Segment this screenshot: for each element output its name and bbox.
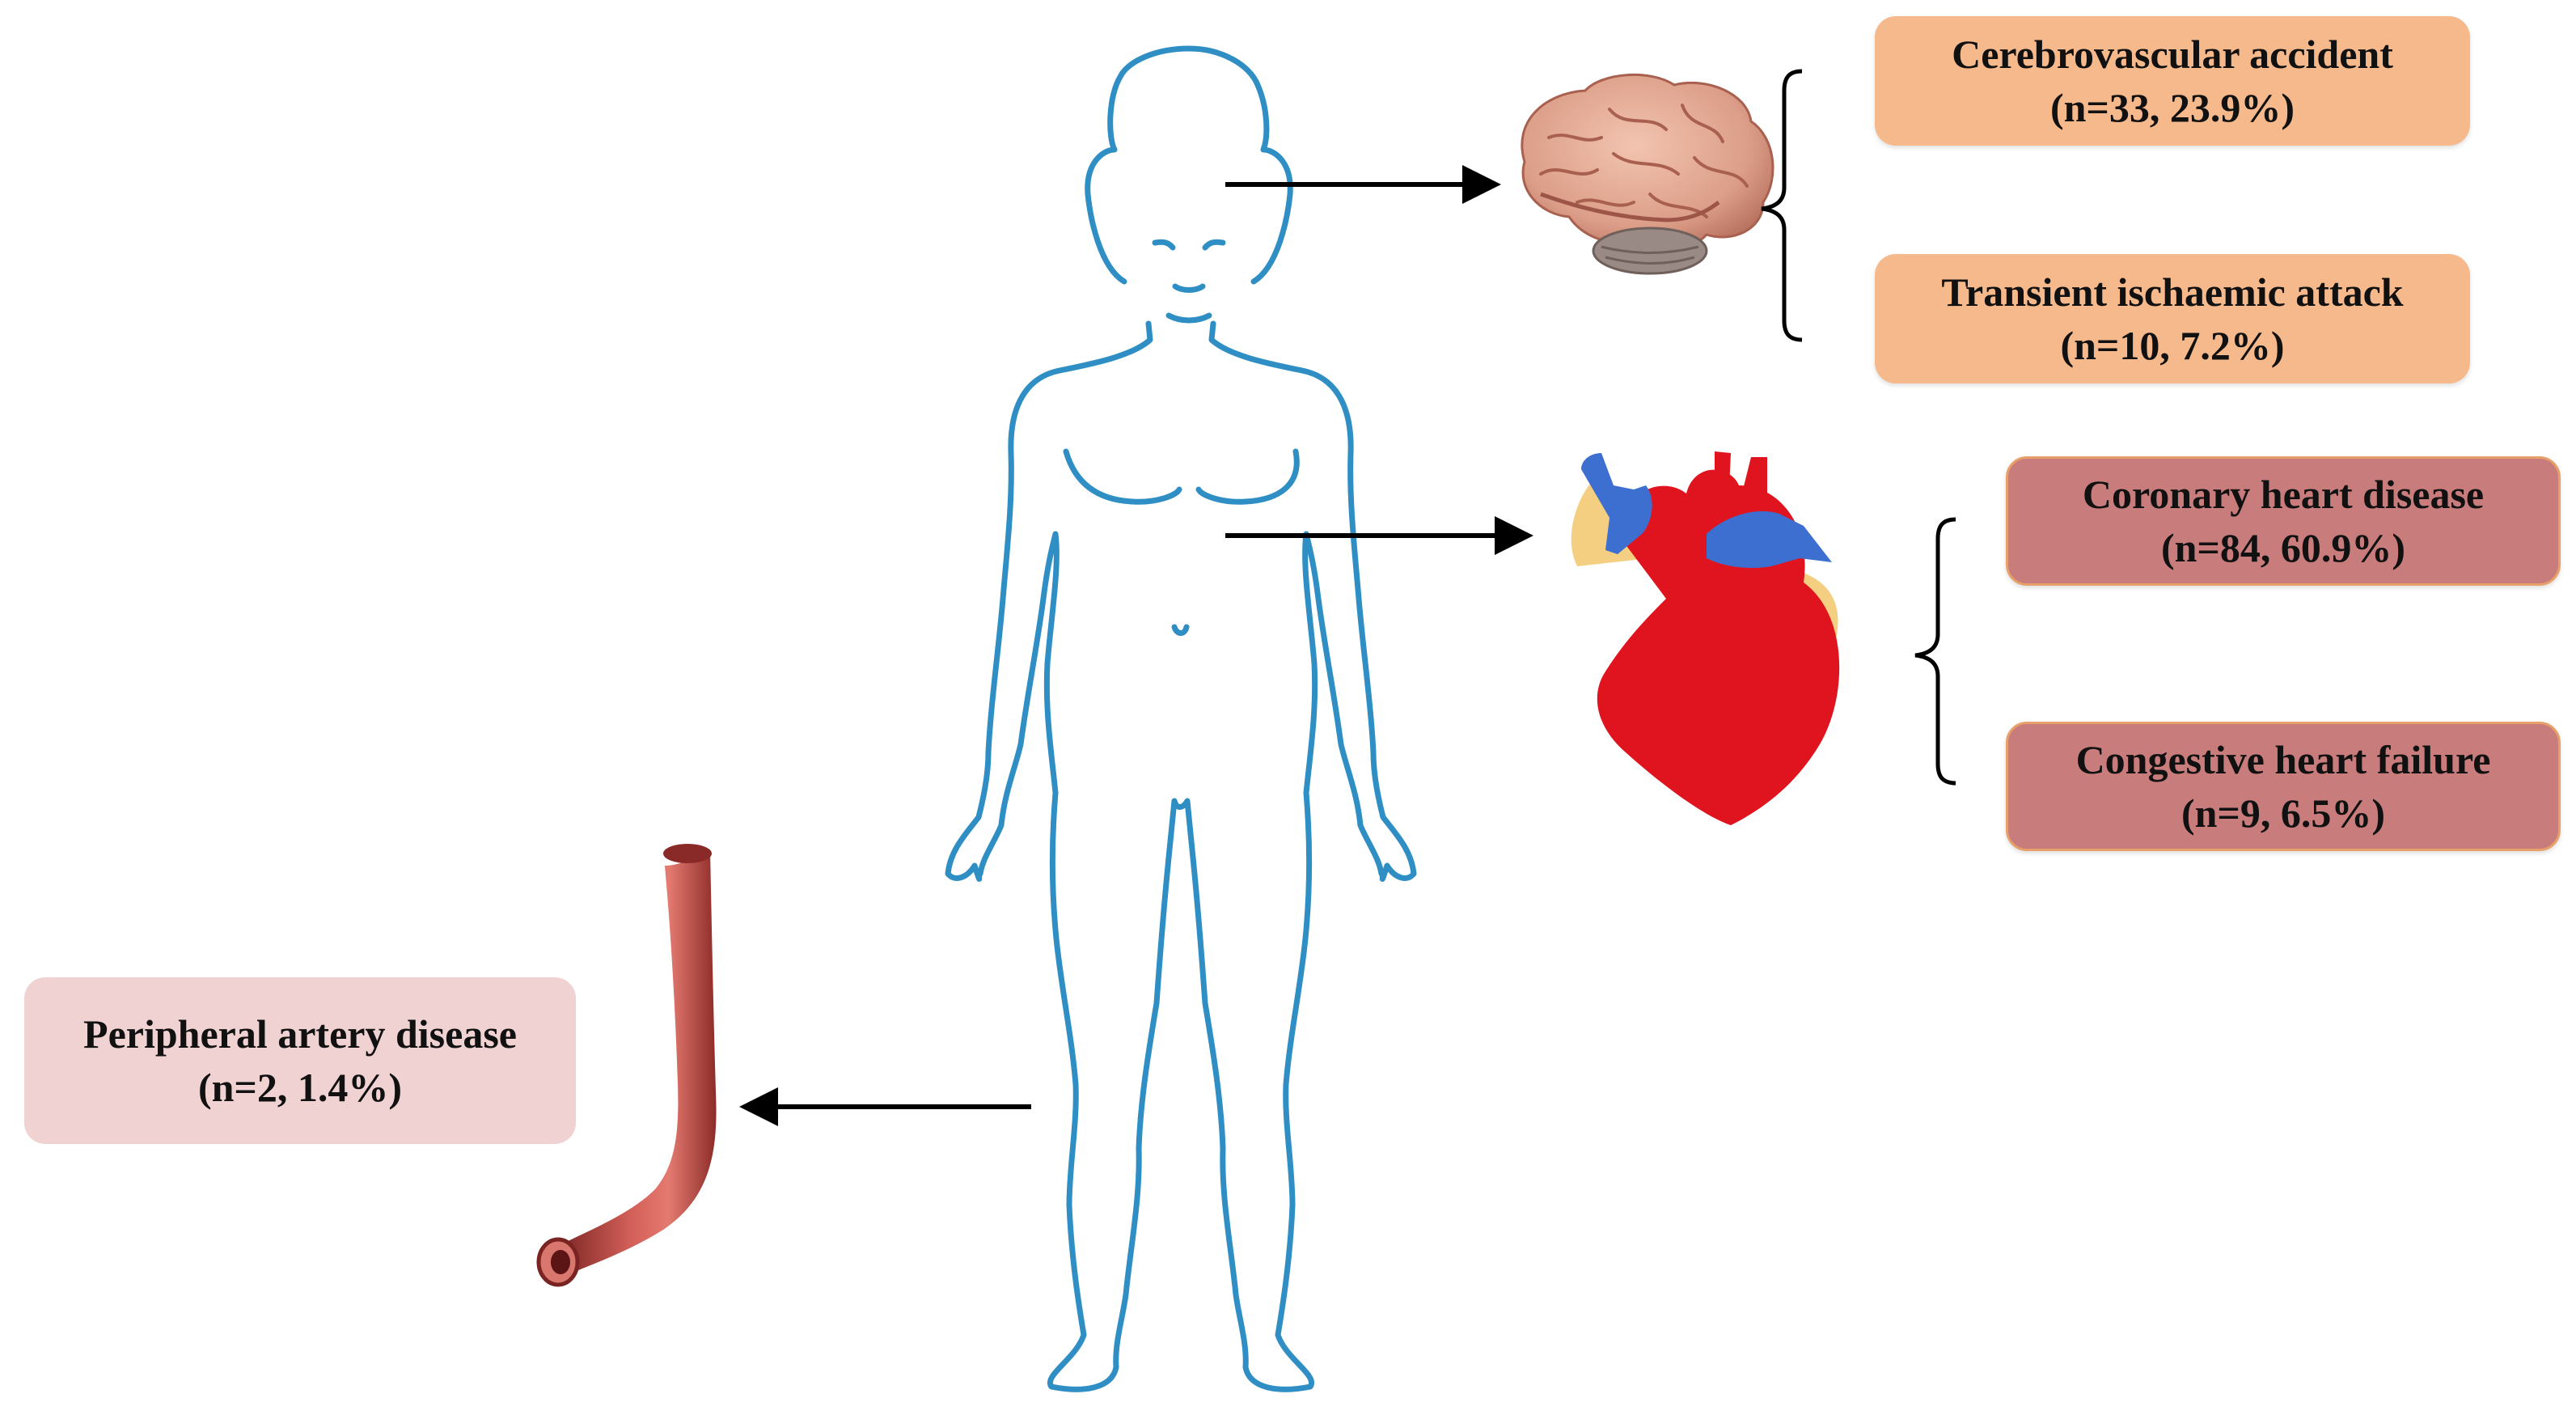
label-transient-ischaemic-attack: Transient ischaemic attack (n=10, 7.2%): [1875, 254, 2470, 383]
human-body-outline-icon: [945, 45, 1417, 1392]
label-coronary-heart-disease: Coronary heart disease (n=84, 60.9%): [2006, 456, 2561, 586]
label-chf-name: Congestive heart failure: [2075, 737, 2491, 782]
label-chd-name: Coronary heart disease: [2082, 472, 2485, 517]
brain-icon: [1521, 73, 1774, 275]
label-cva-name: Cerebrovascular accident: [1952, 32, 2393, 77]
brace-brain: [1761, 69, 1803, 342]
label-cerebrovascular-accident: Cerebrovascular accident (n=33, 23.9%): [1875, 16, 2470, 146]
heart-icon: [1571, 451, 1840, 825]
label-peripheral-artery-disease: Peripheral artery disease (n=2, 1.4%): [24, 977, 576, 1144]
label-pad-stat: (n=2, 1.4%): [197, 1065, 403, 1110]
artery-icon: [536, 844, 717, 1287]
label-chd-stat: (n=84, 60.9%): [2160, 525, 2406, 570]
label-tia-stat: (n=10, 7.2%): [2060, 323, 2285, 368]
label-chf-stat: (n=9, 6.5%): [2181, 790, 2386, 836]
label-cva-stat: (n=33, 23.9%): [2049, 85, 2295, 130]
label-tia-name: Transient ischaemic attack: [1941, 269, 2404, 315]
label-pad-name: Peripheral artery disease: [83, 1011, 517, 1057]
brace-heart: [1914, 517, 1956, 786]
label-congestive-heart-failure: Congestive heart failure (n=9, 6.5%): [2006, 722, 2561, 851]
